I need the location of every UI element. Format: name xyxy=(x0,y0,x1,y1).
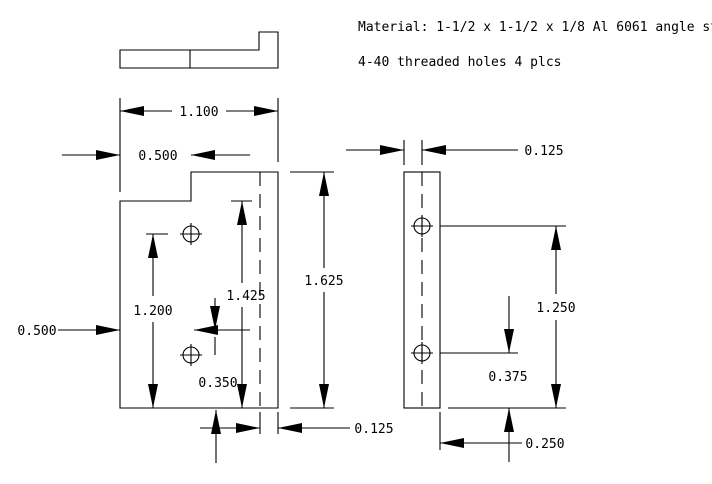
dim-label: 0.500 xyxy=(138,149,177,164)
dim-label: 1.100 xyxy=(179,105,218,120)
dim-side-hole-spacing: 1.250 xyxy=(440,225,576,409)
dim-side-thickness: 0.125 xyxy=(346,140,564,165)
hole-symbol xyxy=(180,223,202,245)
dim-hole-offset-x: 1.425 xyxy=(226,200,266,408)
dim-label: 0.375 xyxy=(488,370,527,385)
dim-side-hole-offset: 0.375 xyxy=(440,296,528,385)
dim-hole-offset-y: 0.350 xyxy=(194,298,250,391)
dim-overall-width: 1.100 xyxy=(119,98,279,192)
hole-symbol xyxy=(411,215,433,237)
dim-label: 0.125 xyxy=(524,144,563,159)
dim-step-width: 0.500 xyxy=(62,149,250,164)
dim-label: 0.350 xyxy=(198,376,237,391)
dim-bottom-thickness: 0.125 xyxy=(200,410,394,463)
dim-label: 0.500 xyxy=(17,324,56,339)
dim-label: 1.200 xyxy=(133,304,172,319)
dim-label: 1.425 xyxy=(226,289,265,304)
dim-left-height: 0.500 xyxy=(17,324,120,339)
dim-label: 1.625 xyxy=(304,274,343,289)
holes-note: 4-40 threaded holes 4 plcs xyxy=(358,55,562,70)
dim-hole-spacing: 1.200 xyxy=(133,233,173,408)
hole-symbol xyxy=(180,344,202,366)
side-view xyxy=(403,171,441,409)
dim-overall-height: 1.625 xyxy=(290,171,344,409)
dim-label: 0.250 xyxy=(525,437,564,452)
hole-symbol xyxy=(411,342,433,364)
top-view xyxy=(119,31,279,69)
front-view xyxy=(119,171,279,409)
dim-label: 0.125 xyxy=(354,422,393,437)
dim-label: 1.250 xyxy=(536,301,575,316)
dim-side-bottom: 0.250 xyxy=(439,408,565,462)
material-note: Material: 1-1/2 x 1-1/2 x 1/8 Al 6061 an… xyxy=(358,20,712,35)
